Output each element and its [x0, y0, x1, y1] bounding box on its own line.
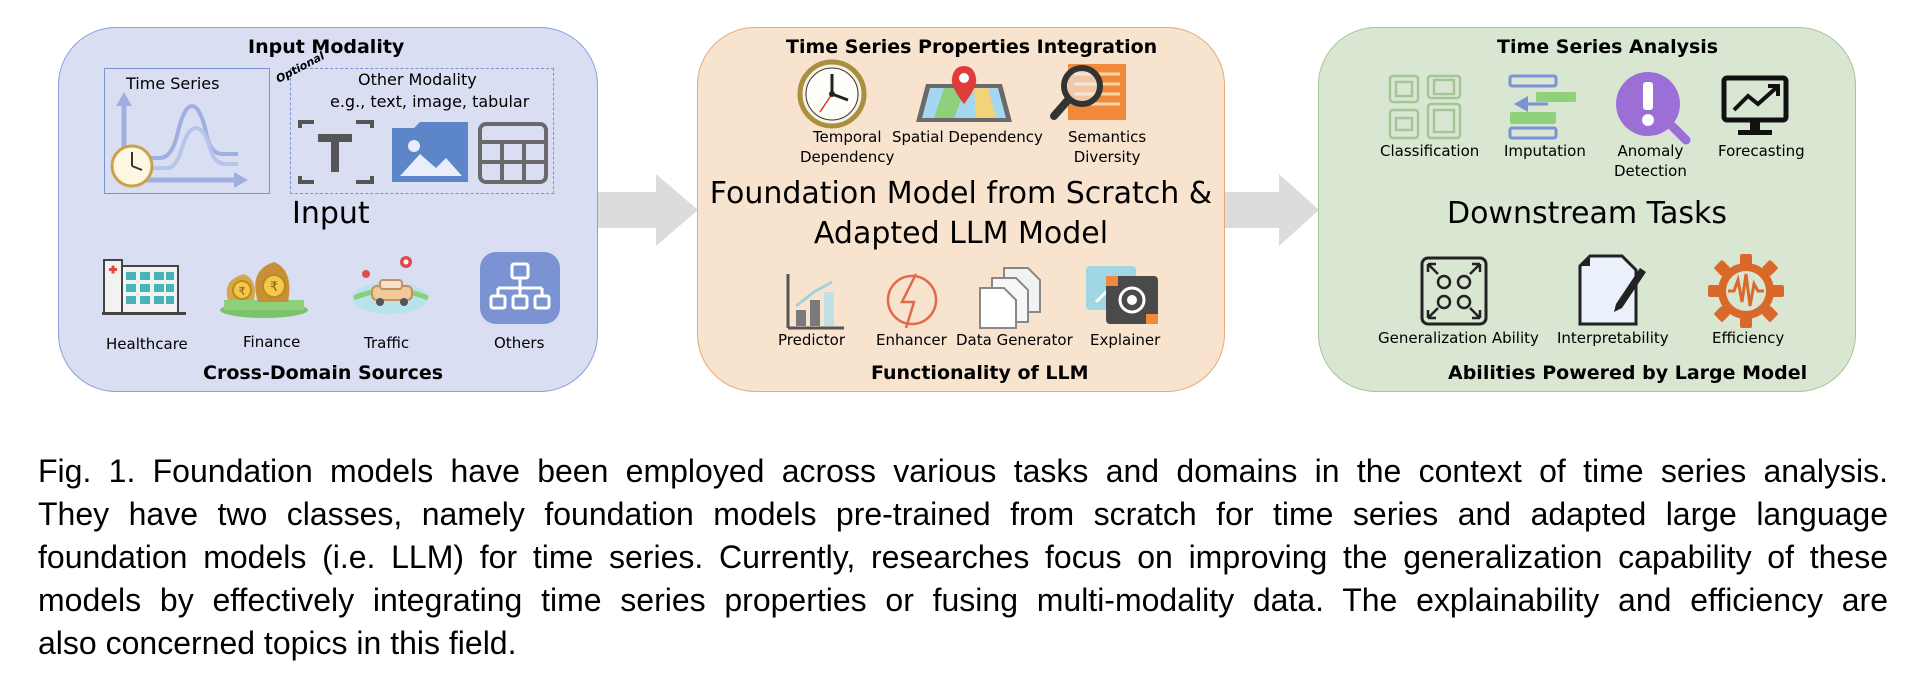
flow-arrow-2 — [1225, 174, 1319, 246]
caption-line: models by effectively integrating time s… — [38, 582, 1888, 618]
figure-caption: Fig. 1. Foundation models have been empl… — [38, 450, 1888, 665]
time-series-analysis-title: Time Series Analysis — [1497, 36, 1719, 58]
classification-icon — [1388, 74, 1462, 140]
explainer-icon — [1086, 266, 1158, 324]
caption-line: They have two classes, namely foundation… — [38, 496, 1888, 532]
image-modality-icon — [392, 122, 468, 182]
predictor-chart-icon — [786, 274, 844, 330]
modality-icons — [298, 120, 548, 184]
other-modality-examples: e.g., text, image, tabular — [330, 92, 530, 111]
function-enhancer: Enhancer — [876, 331, 947, 349]
other-modality-label: Other Modality — [358, 70, 477, 89]
properties-integration-title: Time Series Properties Integration — [786, 36, 1158, 58]
others-network-icon — [480, 252, 560, 324]
abilities-title: Abilities Powered by Large Model — [1448, 362, 1808, 384]
input-label: Input — [292, 196, 370, 231]
svg-text:₹: ₹ — [270, 280, 278, 295]
imputation-icon — [1508, 74, 1576, 140]
source-healthcare: Healthcare — [106, 335, 188, 353]
interpretability-icon — [1578, 254, 1646, 326]
flow-arrow-1 — [598, 174, 698, 246]
spatial-dependency-label: Spatial Dependency — [892, 128, 1043, 146]
time-series-box — [104, 68, 270, 194]
ability-generalization: Generalization Ability — [1378, 329, 1539, 347]
task-forecasting: Forecasting — [1718, 142, 1805, 160]
function-explainer: Explainer — [1090, 331, 1161, 349]
time-series-chart-icon — [110, 92, 248, 188]
task-imputation: Imputation — [1504, 142, 1586, 160]
input-modality-title: Input Modality — [248, 36, 405, 58]
other-modality-box — [290, 68, 554, 194]
clock-icon — [797, 59, 867, 129]
hospital-icon — [102, 259, 186, 315]
forecasting-icon — [1721, 75, 1789, 135]
downstream-tasks-heading: Downstream Tasks — [1446, 196, 1728, 231]
function-data-generator: Data Generator — [956, 331, 1073, 349]
foundation-model-heading-line2: Adapted LLM Model — [813, 216, 1109, 251]
money-bag-icon: ₹ ₹ — [220, 262, 308, 318]
task-classification: Classification — [1380, 142, 1480, 160]
caption-line: Fig. 1. Foundation models have been empl… — [38, 453, 1888, 489]
function-predictor: Predictor — [778, 331, 846, 349]
source-others: Others — [494, 334, 545, 352]
table-modality-icon — [478, 122, 548, 184]
input-modality-panel — [58, 27, 598, 392]
traffic-car-icon — [352, 256, 429, 314]
data-generator-icon — [979, 267, 1041, 329]
tasks-panel — [1318, 27, 1856, 392]
efficiency-gear-icon — [1708, 254, 1784, 328]
anomaly-detection-icon — [1616, 72, 1691, 145]
caption-line: also concerned topics in this field. — [38, 625, 517, 661]
text-modality-icon — [298, 120, 374, 184]
cross-domain-title: Cross-Domain Sources — [203, 362, 444, 384]
svg-text:₹: ₹ — [239, 285, 246, 298]
source-traffic: Traffic — [364, 334, 410, 352]
foundation-model-heading-line1: Foundation Model from Scratch & — [709, 176, 1213, 211]
map-pin-icon — [916, 66, 1012, 122]
enhancer-icon — [886, 273, 938, 329]
caption-line: foundation models (i.e. LLM) for time se… — [38, 539, 1888, 575]
time-series-label: Time Series — [126, 74, 220, 93]
generalization-ability-icon — [1420, 256, 1488, 326]
source-finance: Finance — [243, 333, 301, 351]
functionality-title: Functionality of LLM — [871, 362, 1089, 384]
ability-interpretability: Interpretability — [1557, 329, 1669, 347]
semantic-search-icon — [1050, 64, 1126, 120]
ability-efficiency: Efficiency — [1712, 329, 1785, 347]
